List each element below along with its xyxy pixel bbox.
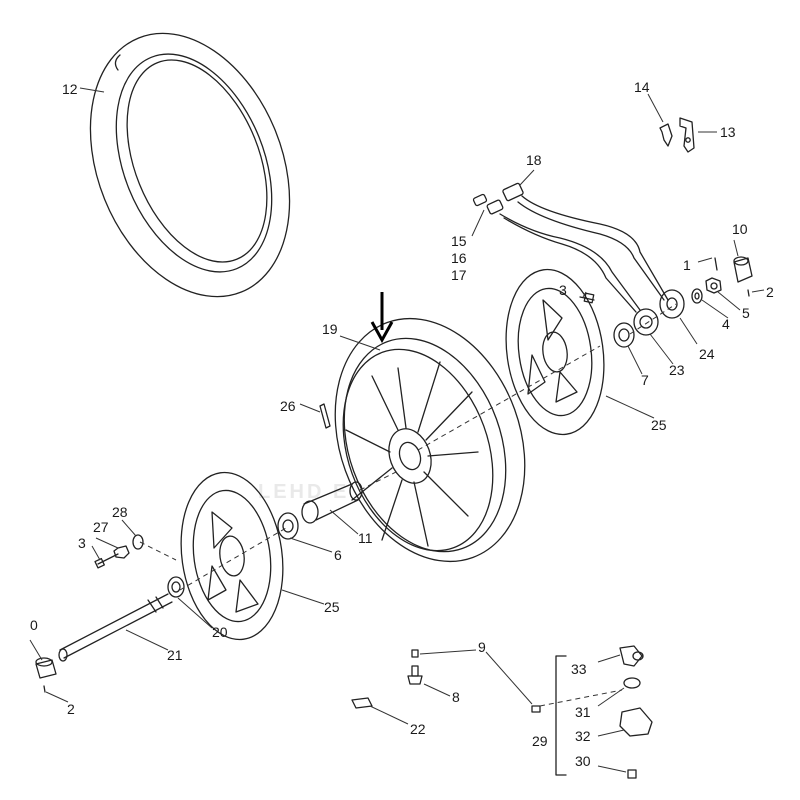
callout-32: 32 [575, 728, 591, 744]
callout-7: 7 [641, 372, 649, 388]
callout-25-lower: 25 [324, 599, 340, 615]
callout-26: 26 [280, 398, 296, 414]
screw-2a [747, 289, 750, 297]
callout-10: 10 [732, 221, 748, 237]
callout-13: 13 [720, 124, 736, 140]
wheel-speed-sensor-harness [472, 182, 669, 313]
screw-2b [43, 685, 46, 693]
callout-12: 12 [62, 81, 78, 97]
callout-31: 31 [575, 704, 591, 720]
washer-4 [691, 288, 703, 304]
front-axle [58, 593, 173, 662]
watermark: LEHD E [258, 481, 350, 503]
valve-8 [407, 665, 423, 685]
balance-weight-22 [351, 697, 373, 709]
callout-11: 11 [358, 530, 373, 546]
callout-33: 33 [571, 661, 587, 677]
tpms-kit [619, 645, 653, 779]
nut-5 [705, 277, 722, 294]
brake-rotor-lower [180, 471, 284, 641]
nut-27 [113, 545, 130, 559]
callout-0: 0 [30, 617, 38, 633]
axle-nut [35, 657, 57, 679]
callout-2-upper: 2 [766, 284, 774, 300]
valve-cap-9 [411, 649, 419, 658]
callout-2-lower: 2 [67, 701, 75, 717]
callout-9: 9 [478, 639, 486, 655]
callout-16: 16 [451, 250, 467, 266]
callout-24: 24 [699, 346, 715, 362]
callout-4: 4 [722, 316, 730, 332]
callout-20: 20 [212, 624, 228, 640]
bolt-3-lower [94, 553, 119, 569]
callout-17: 17 [451, 267, 467, 283]
pin-1 [714, 257, 718, 271]
brake-rotor-upper [505, 268, 605, 436]
callout-21: 21 [167, 647, 183, 663]
callout-15: 15 [451, 233, 467, 249]
indicator-arrow [370, 292, 394, 344]
callout-30: 30 [575, 753, 591, 769]
callout-28: 28 [112, 504, 128, 520]
valve-stem-26 [319, 403, 331, 429]
callout-23: 23 [669, 362, 685, 378]
leader-lines [29, 87, 765, 773]
washer-28 [132, 534, 144, 550]
callout-6: 6 [334, 547, 342, 563]
bracket-13 [679, 117, 695, 153]
cap-10 [733, 256, 753, 283]
spacer-20 [167, 576, 185, 598]
valve-core [531, 705, 541, 713]
callout-29: 29 [532, 733, 548, 749]
callout-8: 8 [452, 689, 460, 705]
callout-19: 19 [322, 321, 338, 337]
group-bracket-29 [555, 655, 567, 776]
callout-25-upper: 25 [651, 417, 667, 433]
tire [89, 32, 291, 298]
bearing-6 [277, 512, 299, 540]
callout-22: 22 [410, 721, 426, 737]
speed-sensor [659, 289, 685, 319]
spacer-tube-11 [301, 481, 363, 524]
callout-27: 27 [93, 519, 109, 535]
callout-18: 18 [526, 152, 542, 168]
callout-3-upper: 3 [559, 282, 567, 298]
callout-14: 14 [634, 79, 650, 95]
callout-1: 1 [683, 257, 691, 273]
bearing-23 [633, 308, 659, 336]
callout-3-lower: 3 [78, 535, 86, 551]
clip-14 [659, 123, 673, 147]
assembly-axis-lines [139, 303, 677, 707]
callout-5: 5 [742, 305, 750, 321]
spacer-7 [613, 322, 635, 348]
